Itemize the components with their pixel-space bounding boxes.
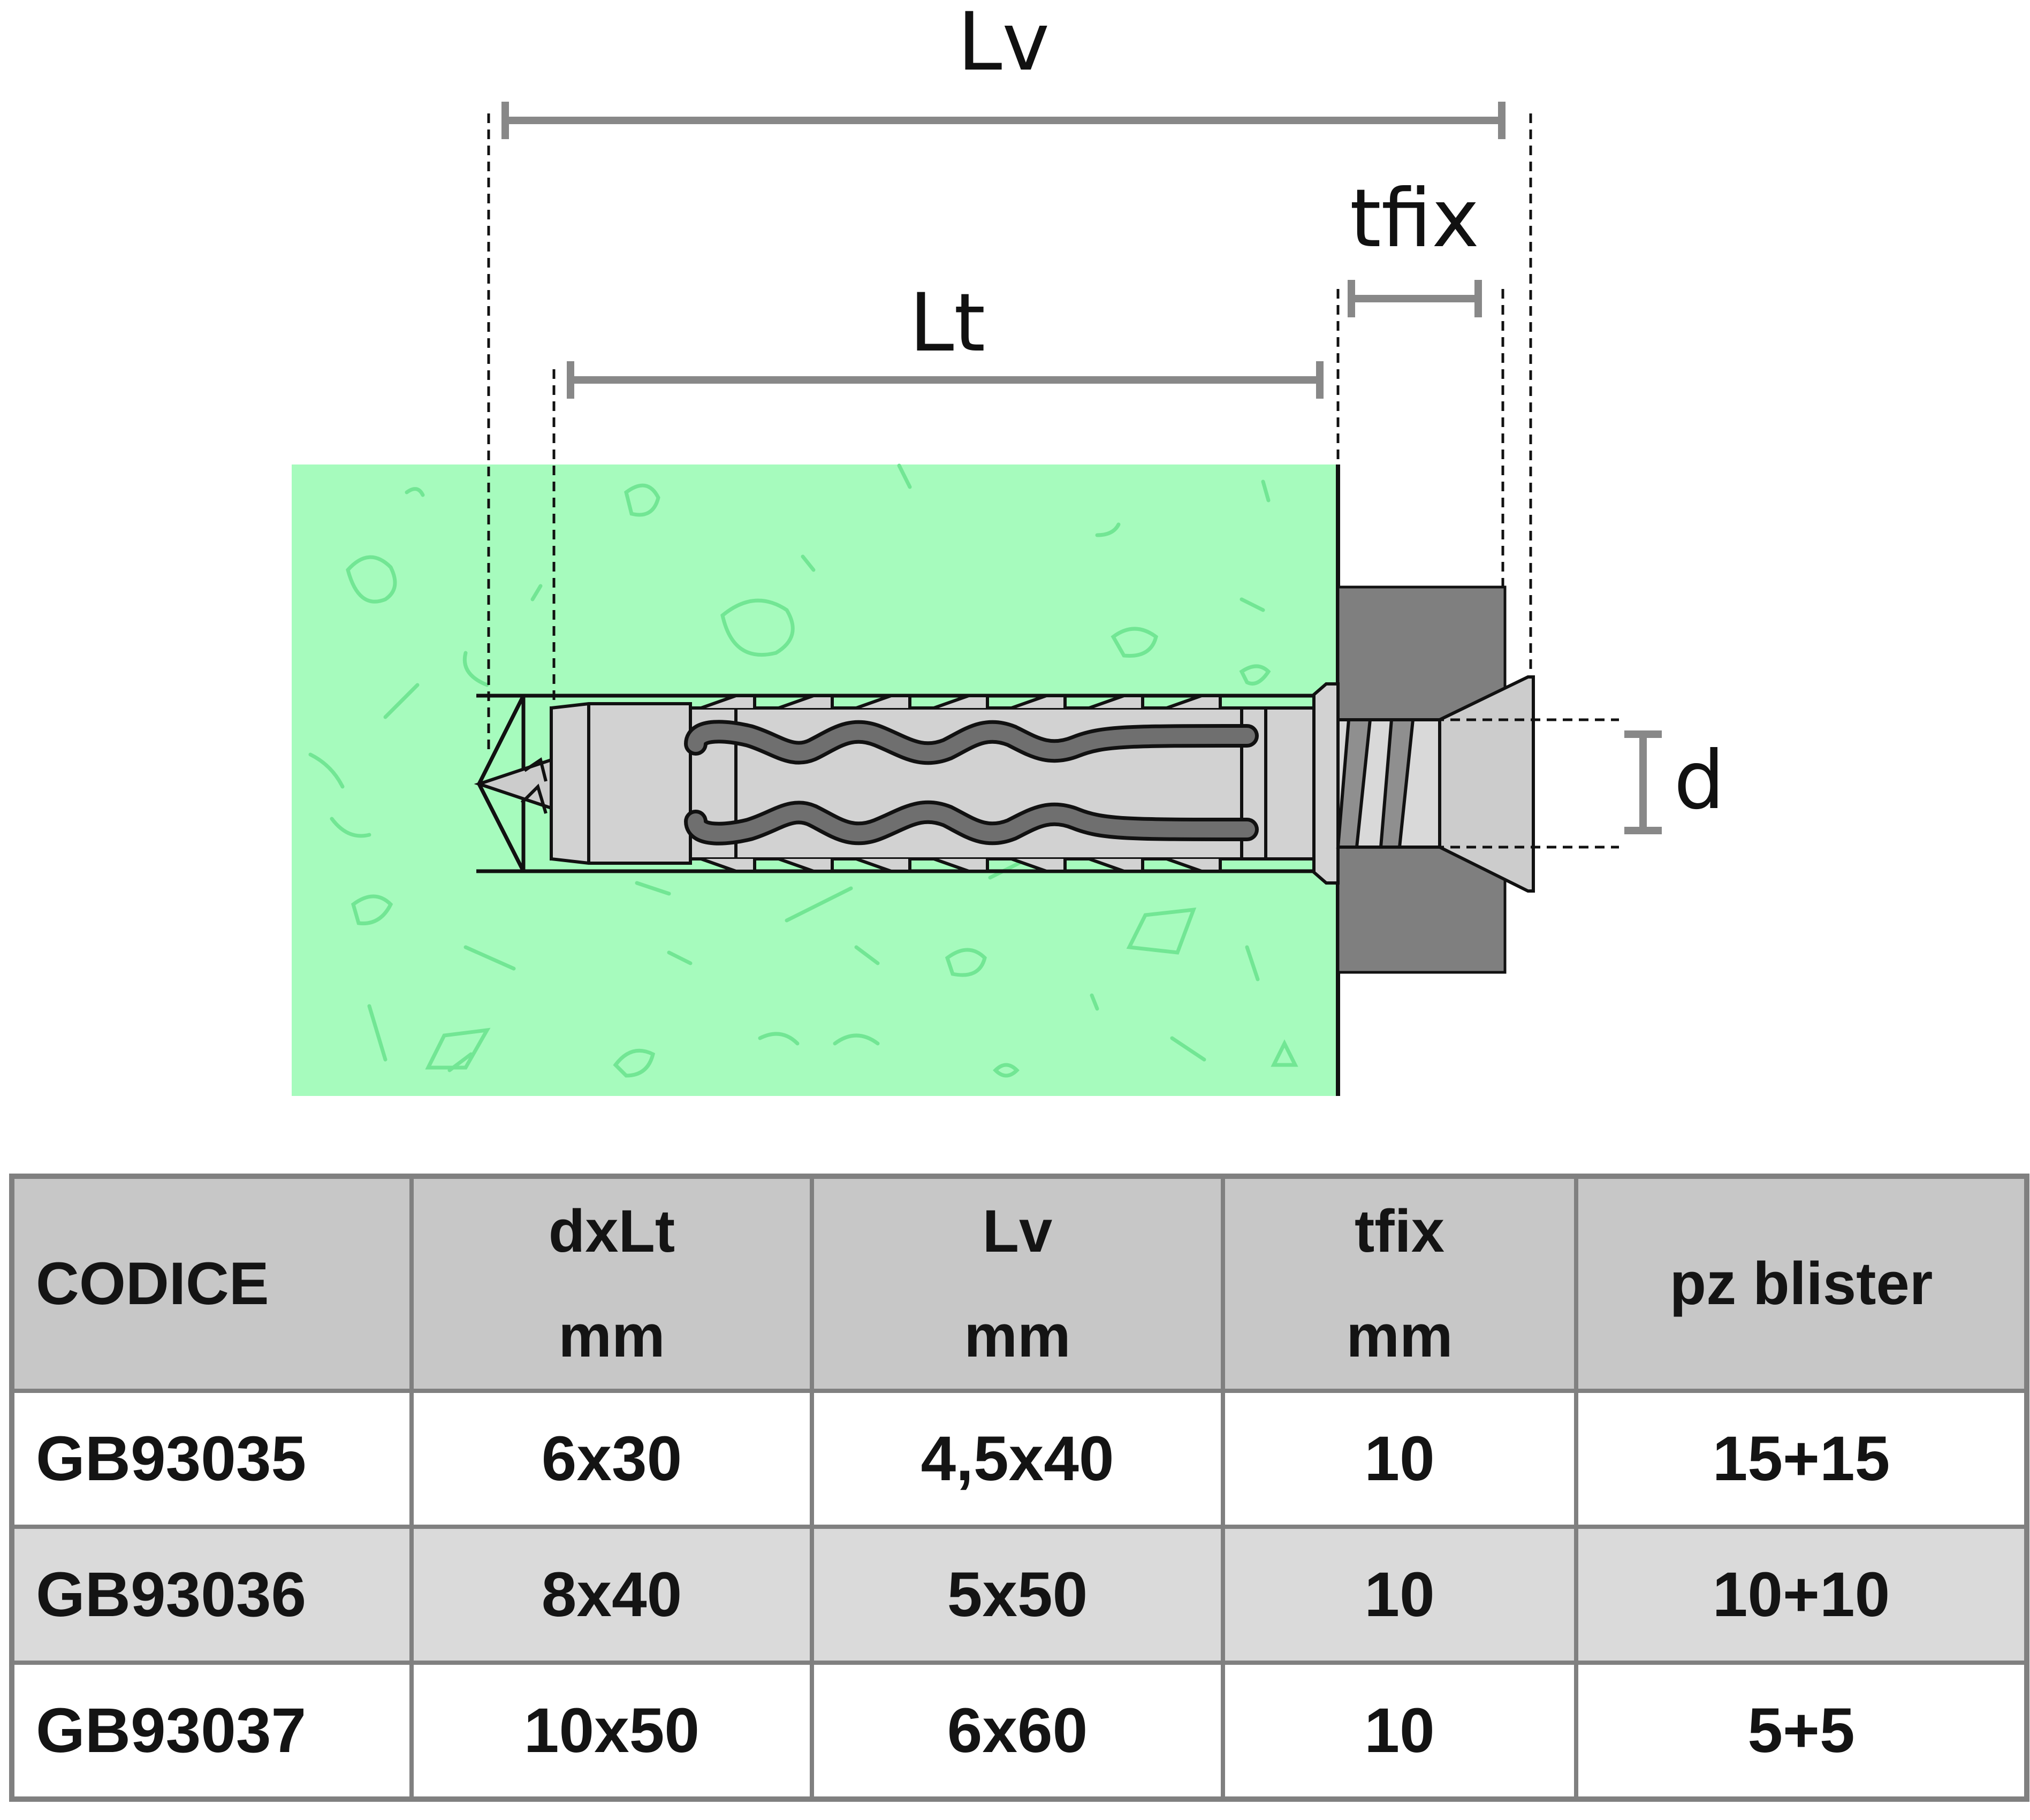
spec-table: CODICE dxLt mm Lv mm tfix mm pz blister … xyxy=(9,1174,2029,1802)
anchor-diagram: Lv Lt tfix d xyxy=(292,0,1725,1096)
cell-tfix: 10 xyxy=(1221,1389,1578,1529)
wall-plug xyxy=(550,682,1340,885)
table-row: GB93035 6x30 4,5x40 10 15+15 xyxy=(10,1389,2029,1529)
header-pz-blister: pz blister xyxy=(1574,1174,2029,1393)
cell-pz-blister: 5+5 xyxy=(1574,1661,2029,1801)
extension-lines xyxy=(487,113,1619,849)
cell-codice: GB93037 xyxy=(10,1661,414,1801)
cell-tfix: 10 xyxy=(1221,1525,1578,1665)
cell-tfix: 10 xyxy=(1221,1661,1578,1801)
dimension-lines xyxy=(501,102,1662,834)
cell-pz-blister: 10+10 xyxy=(1574,1525,2029,1665)
tfix-label: tfix xyxy=(1350,172,1479,265)
cell-codice: GB93035 xyxy=(10,1389,414,1529)
cell-codice: GB93036 xyxy=(10,1525,414,1665)
header-codice: CODICE xyxy=(10,1174,414,1393)
cell-lv: 4,5x40 xyxy=(810,1389,1225,1529)
cell-pz-blister: 15+15 xyxy=(1574,1389,2029,1529)
table-header-row: CODICE dxLt mm Lv mm tfix mm pz blister xyxy=(10,1174,2029,1393)
cell-dxlt: 10x50 xyxy=(409,1661,814,1801)
cell-lv: 6x60 xyxy=(810,1661,1225,1801)
lt-label: Lt xyxy=(909,277,985,370)
cell-dxlt: 6x30 xyxy=(409,1389,814,1529)
table-row: GB93036 8x40 5x50 10 10+10 xyxy=(10,1525,2029,1665)
expansion-wires xyxy=(684,720,1259,846)
cell-lv: 5x50 xyxy=(810,1525,1225,1665)
table-row: GB93037 10x50 6x60 10 5+5 xyxy=(10,1661,2029,1801)
d-label: d xyxy=(1674,734,1724,827)
cell-dxlt: 8x40 xyxy=(409,1525,814,1665)
base-material-texture xyxy=(308,463,1298,1078)
header-lv: Lv mm xyxy=(810,1174,1225,1393)
header-tfix: tfix mm xyxy=(1221,1174,1578,1393)
header-dxlt: dxLt mm xyxy=(409,1174,814,1393)
lv-label: Lv xyxy=(957,0,1050,89)
